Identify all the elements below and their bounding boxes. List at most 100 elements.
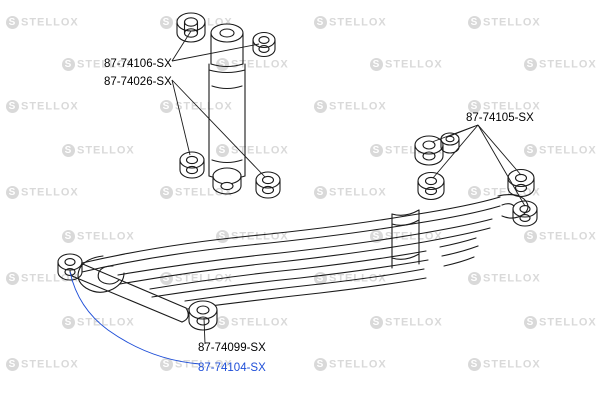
stellox-badge-icon: S [62,58,75,71]
watermark-text: STELLOX [21,272,79,285]
leader-lines [171,30,526,345]
watermark-text: STELLOX [539,144,597,157]
stellox-badge-icon: S [6,100,19,113]
label-87-74104-sx: 87-74104-SX [198,362,266,374]
stellox-badge-icon: S [370,58,383,71]
stellox-badge-icon: S [160,100,173,113]
watermark-text: STELLOX [483,16,541,29]
stellox-badge-icon: S [62,316,75,329]
label-87-74105-sx: 87-74105-SX [466,112,534,124]
stellox-badge-icon: S [468,186,481,199]
watermark-text: STELLOX [175,358,233,371]
watermark-text: STELLOX [539,58,597,71]
stellox-badge-icon: S [62,230,75,243]
stellox-badge-icon: S [6,16,19,29]
watermark-text: STELLOX [175,186,233,199]
watermark-text: STELLOX [483,358,541,371]
watermark-text: STELLOX [77,58,135,71]
stellox-badge-icon: S [160,272,173,285]
watermark-text: STELLOX [21,186,79,199]
watermark-text: STELLOX [329,186,387,199]
watermark-text: STELLOX [21,16,79,29]
stellox-badge-icon: S [6,358,19,371]
watermark-text: STELLOX [77,144,135,157]
stellox-badge-icon: S [216,58,229,71]
stellox-badge-icon: S [314,186,327,199]
watermark-text: STELLOX [77,316,135,329]
leader-line-blue [69,271,201,365]
watermark-text: STELLOX [385,316,443,329]
stellox-badge-icon: S [6,272,19,285]
stellox-badge-icon: S [314,100,327,113]
watermark-text: STELLOX [329,358,387,371]
stellox-badge-icon: S [160,186,173,199]
watermark-text: STELLOX [539,230,597,243]
watermark-text: STELLOX [175,100,233,113]
watermark-text: STELLOX [77,230,135,243]
bushing-cluster-right [414,132,538,227]
stellox-badge-icon: S [6,186,19,199]
watermark-text: STELLOX [385,230,443,243]
watermark-text: STELLOX [385,58,443,71]
label-87-74099-sx: 87-74099-SX [198,342,266,354]
shock-absorber-body [208,23,246,195]
watermark-text: STELLOX [539,316,597,329]
stellox-badge-icon: S [524,144,537,157]
stellox-badge-icon: S [468,358,481,371]
stellox-badge-icon: S [160,358,173,371]
watermark-text: STELLOX [21,100,79,113]
bushing-shackle [188,300,218,331]
bushing-front-eye [57,253,83,281]
label-87-74106-sx: 87-74106-SX [104,58,172,70]
watermark-text: STELLOX [329,100,387,113]
watermark-text: STELLOX [21,358,79,371]
watermark-text: STELLOX [329,16,387,29]
stellox-badge-icon: S [468,100,481,113]
stellox-badge-icon: S [314,358,327,371]
watermark-text: STELLOX [175,272,233,285]
watermark-text: STELLOX [231,316,289,329]
bushing-top-shock [176,12,206,43]
stellox-badge-icon: S [314,16,327,29]
watermark-text: STELLOX [483,272,541,285]
bushing-lower-right [255,171,281,199]
stellox-badge-icon: S [468,16,481,29]
stellox-badge-icon: S [524,316,537,329]
watermark-text: STELLOX [483,100,541,113]
stellox-badge-icon: S [62,144,75,157]
stellox-badge-icon: S [370,144,383,157]
stellox-badge-icon: S [370,316,383,329]
label-87-74026-sx: 87-74026-SX [104,76,172,88]
stellox-badge-icon: S [216,316,229,329]
